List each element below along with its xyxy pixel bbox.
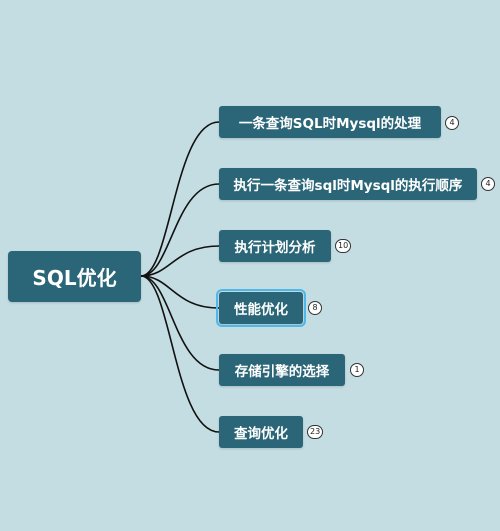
connector-line [140,183,220,277]
connector-line [140,275,220,371]
connector-line [140,275,220,309]
branch-count-badge[interactable]: 10 [335,239,352,253]
branch-node-explain-analysis[interactable]: 执行计划分析 [219,230,331,262]
branch-count-badge[interactable]: 4 [445,116,459,130]
branch-node-mysql-processing[interactable]: 一条查询SQL时Mysql的处理 [219,106,441,138]
branch-count-badge[interactable]: 8 [308,301,322,315]
connector-line [140,275,220,433]
root-node[interactable]: SQL优化 [8,251,141,302]
branch-count-badge[interactable]: 4 [481,177,495,191]
branch-count-badge[interactable]: 1 [350,363,364,377]
branch-node-query-optimization[interactable]: 查询优化 [219,416,303,448]
branch-node-performance-tuning[interactable]: 性能优化 [216,289,306,327]
branch-node-execution-order[interactable]: 执行一条查询sql时Mysql的执行顺序 [219,168,477,200]
connector-line [140,121,220,277]
branch-count-badge[interactable]: 23 [307,425,324,439]
branch-node-storage-engine[interactable]: 存储引擎的选择 [219,354,345,386]
connector-line [140,245,220,277]
